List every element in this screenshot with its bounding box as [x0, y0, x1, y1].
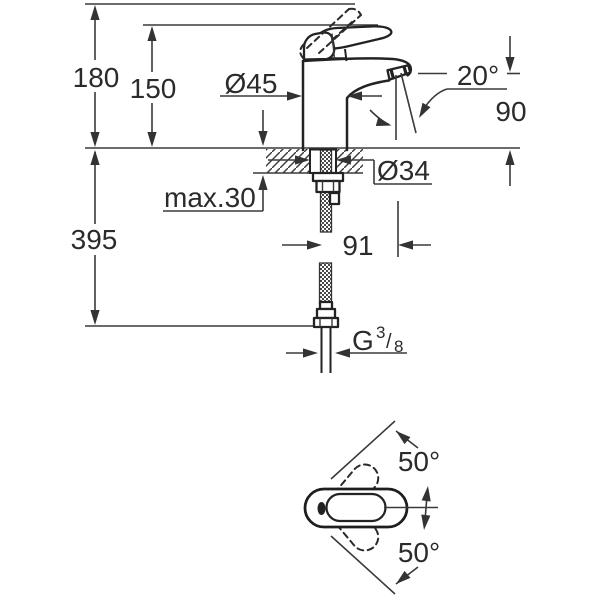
- dimension-total-height: 395: [71, 150, 118, 325]
- label-thread-prefix: G: [352, 325, 374, 356]
- label-swivel-down: 50°: [398, 537, 440, 568]
- faucet-body: [301, 48, 413, 152]
- dimension-height-to-spout: 150: [130, 26, 177, 147]
- mounting-nut: [315, 179, 341, 194]
- swivel-axis-line-up: [330, 420, 396, 480]
- dim-arrow-down: [147, 132, 157, 147]
- dashed-lever-tip: [348, 7, 362, 16]
- dim-arrow-left: [335, 348, 350, 358]
- swivel-arrow-up: [393, 427, 411, 445]
- dim-arrow-up: [90, 5, 100, 20]
- label-thread-slash: /: [386, 331, 392, 353]
- handle-lever-raised-dashed: [299, 7, 362, 59]
- spout-outlet-mark: [317, 502, 326, 515]
- dimension-hole-diameter: Ø34: [268, 155, 432, 186]
- label-thread-denominator: 8: [394, 337, 403, 356]
- label-thread-numerator: 3: [376, 323, 385, 342]
- dimension-spout-angle: 20°: [415, 60, 520, 121]
- handle-plan-outline: [325, 492, 387, 523]
- swivel-centerline-arrows: [419, 485, 433, 531]
- hose-hex-nut: [312, 316, 340, 329]
- label-max-deck-thickness: max.30: [164, 182, 256, 213]
- dim-arrow-up: [258, 175, 268, 190]
- swivel-axis-line-down: [330, 535, 396, 595]
- dim-arrow-down: [505, 57, 515, 72]
- dim-arrow-down: [258, 131, 268, 146]
- hose-fitting-small: [328, 191, 341, 206]
- label-swivel-up: 50°: [398, 446, 440, 477]
- hose-end-connector: [312, 300, 340, 373]
- label-body-diameter: Ø45: [225, 68, 278, 99]
- dimension-max-deck-thickness: max.30: [163, 110, 268, 213]
- outlet-axis-line: [400, 72, 417, 134]
- base-plate-right-edge: [344, 48, 348, 62]
- centerline-arrow-down: [419, 514, 431, 531]
- shank-flange: [311, 171, 345, 183]
- outlet-angle-geometry: [369, 72, 417, 140]
- lever-knuckle: [302, 31, 336, 61]
- centerline-arrow-up: [421, 485, 433, 502]
- handle-lever: [302, 25, 393, 61]
- dim-arrow-down: [90, 310, 100, 325]
- label-total-height: 395: [71, 224, 118, 255]
- dashed-lever-inner-line: [331, 21, 353, 41]
- dashed-lever-bottom-edge: [318, 14, 362, 54]
- label-spout-reach: 91: [342, 230, 373, 261]
- hose-ferrule: [315, 307, 337, 320]
- top-view: 50° 50°: [303, 420, 440, 595]
- label-hole-diameter: Ø34: [377, 155, 430, 186]
- dimension-spout-reach: 91: [282, 201, 431, 261]
- dashed-lever-top-edge: [306, 8, 350, 49]
- dim-arrow-down: [90, 132, 100, 147]
- label-overall-height: 180: [73, 62, 120, 93]
- dimension-body-diameter: Ø45: [220, 68, 382, 101]
- side-view: 180 150 395 Ø45: [71, 3, 527, 373]
- dimension-swivel-up: 50°: [330, 420, 440, 480]
- label-spout-angle: 20°: [457, 60, 499, 91]
- dimension-swivel-down: 50°: [330, 535, 440, 595]
- swivel-arrow-down: [393, 570, 411, 588]
- angle-arc-arrow: [375, 117, 393, 130]
- dim-arrow-up: [505, 150, 515, 165]
- dim-arrow-up: [90, 150, 100, 165]
- spout-underside: [345, 79, 391, 152]
- mounting-hardware: [309, 148, 345, 206]
- leader-arrow: [415, 102, 431, 121]
- dim-arrow-right: [307, 240, 322, 250]
- dimension-outlet-height: 90: [495, 36, 527, 186]
- knuckle-seam-line: [331, 33, 336, 60]
- label-outlet-height: 90: [495, 96, 526, 127]
- hose-braid-lower: [318, 262, 333, 304]
- label-height-to-spout: 150: [130, 73, 177, 104]
- aerator-tick: [402, 65, 408, 76]
- dim-arrow-left: [398, 240, 413, 250]
- dimension-overall-height: 180: [73, 5, 120, 147]
- dim-arrow-up: [147, 26, 157, 41]
- dashed-lever-heel: [299, 43, 305, 59]
- aerator-tick: [389, 69, 395, 79]
- dim-arrow-right: [287, 91, 302, 101]
- dim-arrow-right: [303, 348, 318, 358]
- dimension-thread-size: G 3 / 8: [286, 323, 407, 358]
